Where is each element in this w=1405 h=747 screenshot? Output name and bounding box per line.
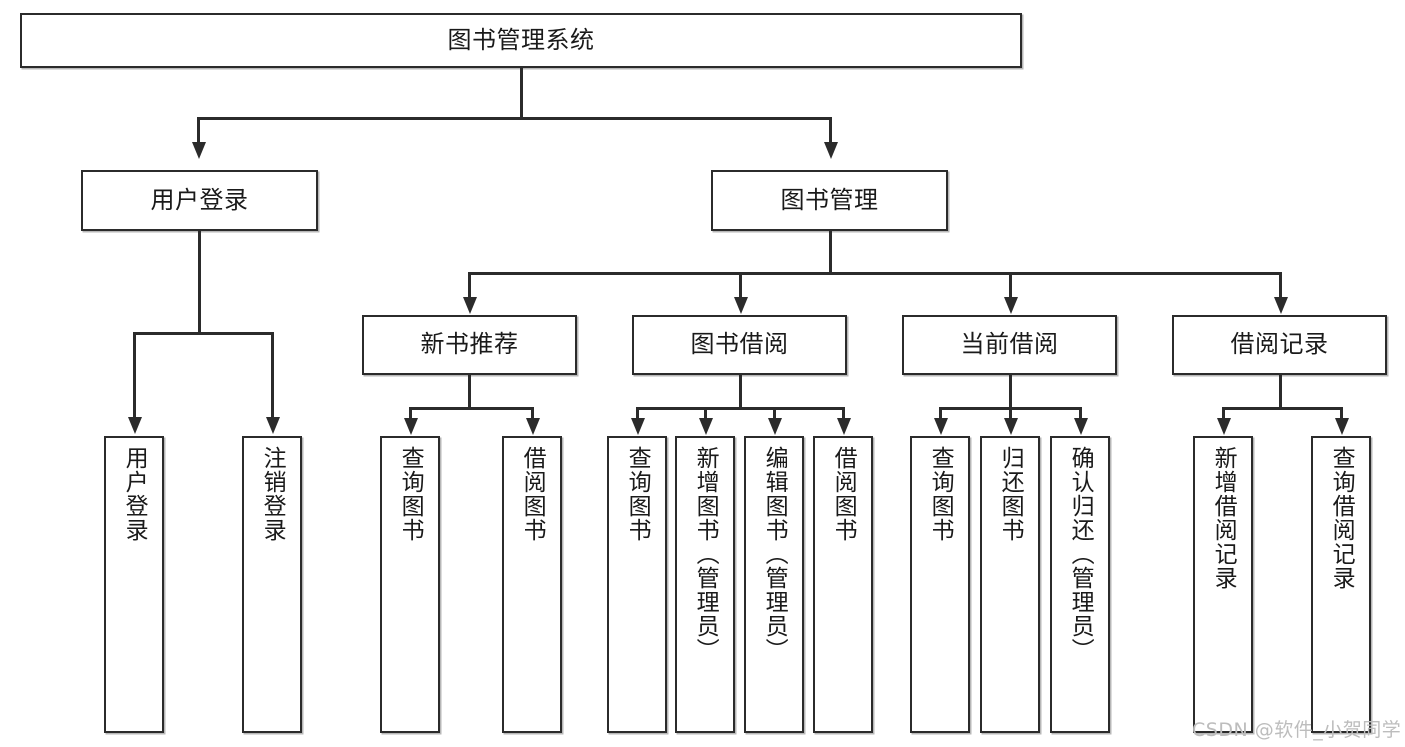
watermark-text: CSDN @软件_小贺同学 [1192, 719, 1402, 741]
node-label: 用户登录 [121, 446, 148, 542]
node-leaf-query-borrow-record[interactable]: 查询借阅记录 [1311, 436, 1371, 733]
connector-nbr-drop-2 [531, 407, 534, 419]
connector-br-stem [1279, 375, 1282, 408]
connector-book-management-stem [829, 231, 832, 273]
connector-br-drop-2 [1340, 407, 1343, 419]
arrow-to-leaf-return-book [1003, 418, 1018, 435]
arrow-to-leaf-edit-book [767, 418, 782, 435]
node-label: 编辑图书（管理员） [761, 446, 788, 662]
arrow-to-leaf-query-book-2 [630, 418, 645, 435]
connector-cb-drop-1 [939, 407, 942, 419]
node-label: 借阅图书 [519, 446, 546, 542]
node-borrow-record[interactable]: 借阅记录 [1172, 315, 1387, 375]
arrow-to-user-login [191, 142, 206, 159]
connector-bm-drop-1 [468, 272, 471, 298]
node-leaf-add-book[interactable]: 新增图书（管理员） [675, 436, 735, 733]
connector-nbr-drop-1 [409, 407, 412, 419]
arrow-to-leaf-user-login [127, 417, 142, 434]
connector-nbr-stem [468, 375, 471, 408]
node-leaf-logout-login[interactable]: 注销登录 [242, 436, 302, 733]
connector-bb-drop-4 [842, 407, 845, 419]
connector-root-drop-right [829, 117, 832, 143]
node-book-borrow[interactable]: 图书借阅 [632, 315, 847, 375]
connector-root-bus [197, 117, 831, 120]
node-label: 图书管理系统 [447, 25, 595, 54]
connector-cb-drop-3 [1079, 407, 1082, 419]
connector-cb-stem [1009, 375, 1012, 408]
node-label: 借阅记录 [1230, 330, 1329, 359]
node-label: 新增借阅记录 [1210, 446, 1237, 590]
node-root-system[interactable]: 图书管理系统 [20, 13, 1022, 68]
node-leaf-confirm-return[interactable]: 确认归还（管理员） [1050, 436, 1110, 733]
connector-bb-drop-2 [704, 407, 707, 419]
node-leaf-edit-book[interactable]: 编辑图书（管理员） [744, 436, 804, 733]
node-leaf-borrow-book-1[interactable]: 借阅图书 [502, 436, 562, 733]
node-book-management[interactable]: 图书管理 [711, 170, 948, 231]
node-label: 查询借阅记录 [1328, 446, 1355, 590]
connector-bb-drop-3 [773, 407, 776, 419]
arrow-to-current-borrow [1003, 297, 1018, 314]
connector-bb-drop-1 [636, 407, 639, 419]
connector-cb-drop-2 [1009, 407, 1012, 419]
arrow-to-leaf-query-borrow-record [1334, 418, 1349, 435]
connector-bm-drop-4 [1279, 272, 1282, 298]
arrow-to-book-management [823, 142, 838, 159]
node-label: 图书管理 [780, 185, 879, 214]
connector-nbr-bus [409, 407, 533, 410]
node-label: 当前借阅 [960, 330, 1059, 359]
arrow-to-new-book-recommend [462, 297, 477, 314]
arrow-to-book-borrow [733, 297, 748, 314]
node-leaf-query-book-2[interactable]: 查询图书 [607, 436, 667, 733]
node-current-borrow[interactable]: 当前借阅 [902, 315, 1117, 375]
node-label: 归还图书 [997, 446, 1024, 542]
connector-br-drop-1 [1222, 407, 1225, 419]
connector-book-management-bus [468, 272, 1280, 275]
node-new-book-recommend[interactable]: 新书推荐 [362, 315, 577, 375]
arrow-to-borrow-record [1273, 297, 1288, 314]
arrow-to-leaf-borrow-book-2 [836, 418, 851, 435]
node-label: 确认归还（管理员） [1067, 446, 1094, 662]
connector-root-drop-left [197, 117, 200, 143]
node-label: 注销登录 [259, 446, 286, 542]
node-label: 新增图书（管理员） [692, 446, 719, 662]
connector-user-login-stem [198, 231, 201, 333]
connector-root-stem [520, 68, 523, 118]
node-leaf-return-book[interactable]: 归还图书 [980, 436, 1040, 733]
node-label: 图书借阅 [690, 330, 789, 359]
connector-user-login-drop-1 [133, 332, 136, 418]
arrow-to-leaf-borrow-book-1 [525, 418, 540, 435]
node-leaf-add-borrow-record[interactable]: 新增借阅记录 [1193, 436, 1253, 733]
node-label: 查询图书 [397, 446, 424, 542]
node-leaf-query-book-1[interactable]: 查询图书 [380, 436, 440, 733]
arrow-to-leaf-logout-login [265, 417, 280, 434]
node-label: 用户登录 [150, 185, 249, 214]
node-label: 借阅图书 [830, 446, 857, 542]
node-leaf-borrow-book-2[interactable]: 借阅图书 [813, 436, 873, 733]
connector-br-bus [1222, 407, 1342, 410]
node-label: 查询图书 [927, 446, 954, 542]
node-label: 新书推荐 [420, 330, 519, 359]
arrow-to-leaf-query-book-1 [403, 418, 418, 435]
arrow-to-leaf-add-borrow-record [1216, 418, 1231, 435]
node-leaf-query-book-3[interactable]: 查询图书 [910, 436, 970, 733]
node-user-login[interactable]: 用户登录 [81, 170, 318, 231]
connector-bb-bus [636, 407, 844, 410]
node-leaf-user-login[interactable]: 用户登录 [104, 436, 164, 733]
connector-bm-drop-3 [1009, 272, 1012, 298]
node-label: 查询图书 [624, 446, 651, 542]
arrow-to-leaf-query-book-3 [933, 418, 948, 435]
arrow-to-leaf-add-book [698, 418, 713, 435]
connector-user-login-drop-2 [271, 332, 274, 418]
connector-bb-stem [739, 375, 742, 408]
connector-user-login-bus [133, 332, 273, 335]
connector-bm-drop-2 [739, 272, 742, 298]
arrow-to-leaf-confirm-return [1073, 418, 1088, 435]
